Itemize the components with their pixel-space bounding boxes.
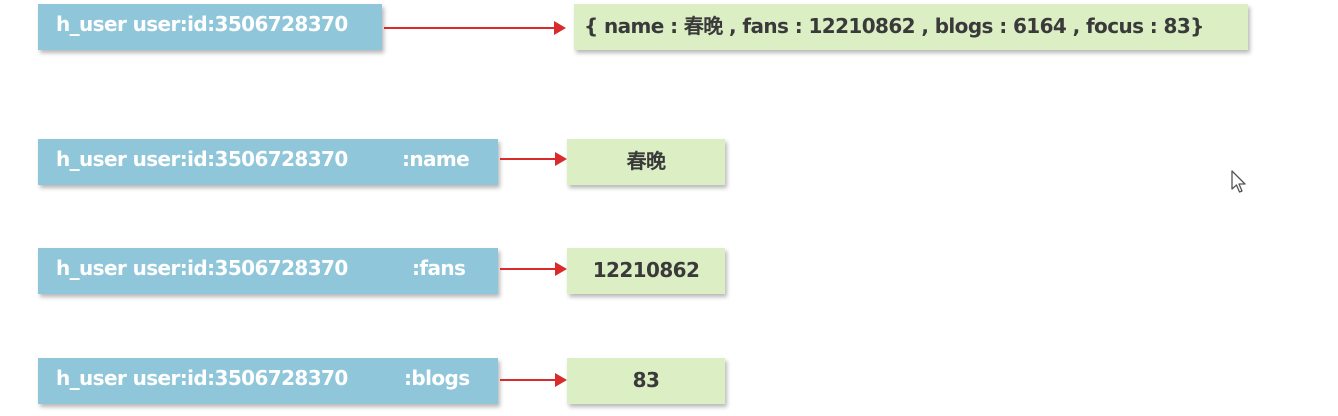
field-label: :name [402, 147, 470, 171]
value-box-blogs: 83 [567, 358, 725, 404]
mouse-pointer-icon [1231, 170, 1246, 193]
arrow-connector [500, 373, 567, 387]
field-label: :fans [412, 256, 466, 280]
key-box-fans: h_user user:id:3506728370 :fans [38, 248, 498, 294]
key-label: h_user user:id:3506728370 [56, 256, 348, 280]
value-box-object: { name : 春晚 , fans : 12210862 , blogs : … [574, 4, 1248, 50]
field-label: :blogs [404, 366, 470, 390]
value-label: 12210862 [592, 258, 700, 282]
arrow-connector [384, 21, 566, 35]
key-box-blogs: h_user user:id:3506728370 :blogs [38, 358, 498, 404]
key-box-name: h_user user:id:3506728370 :name [38, 139, 498, 185]
key-box-object: h_user user:id:3506728370 [38, 4, 382, 50]
value-label: { name : 春晚 , fans : 12210862 , blogs : … [584, 14, 1204, 38]
key-label: h_user user:id:3506728370 [56, 366, 348, 390]
key-label: h_user user:id:3506728370 [56, 147, 348, 171]
key-label: h_user user:id:3506728370 [56, 12, 348, 36]
arrow-connector [500, 262, 567, 276]
arrow-connector [500, 152, 567, 166]
value-label: 春晚 [626, 149, 666, 173]
value-label: 83 [632, 368, 660, 392]
value-box-name: 春晚 [567, 139, 725, 185]
value-box-fans: 12210862 [567, 248, 725, 294]
